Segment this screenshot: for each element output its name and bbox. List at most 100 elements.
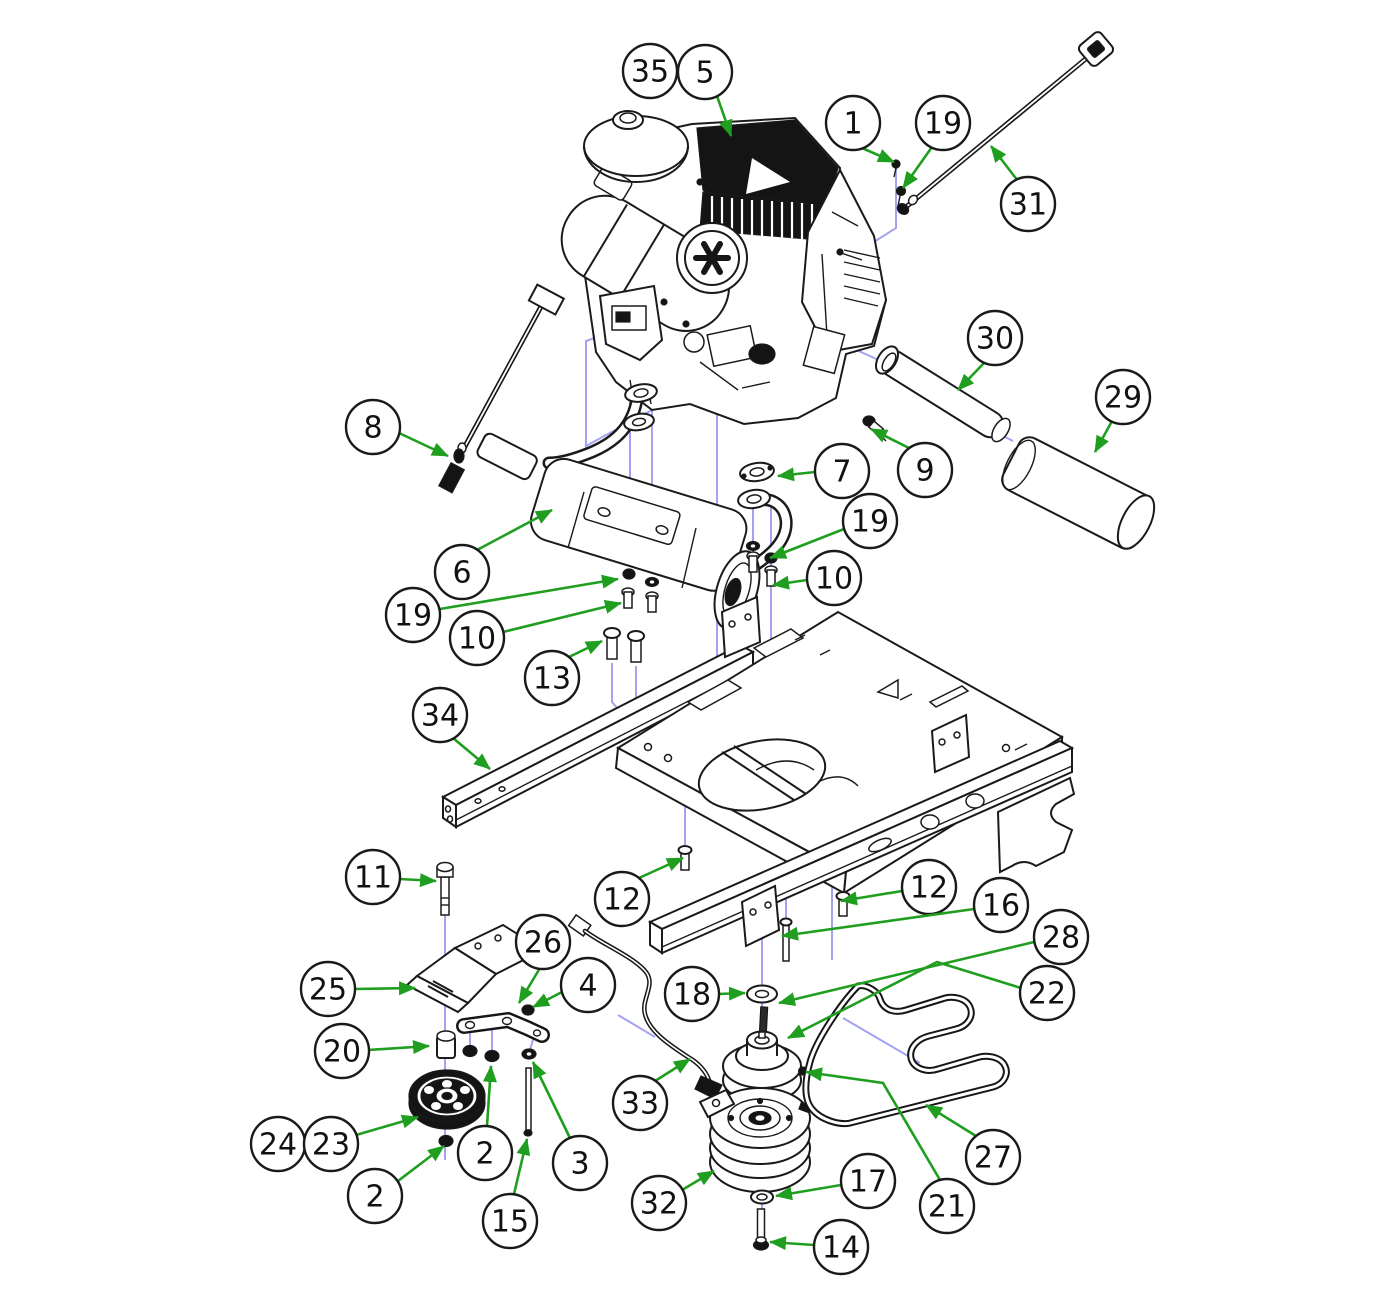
balloon-circle [841, 492, 899, 550]
balloon-label: 2 [365, 1180, 384, 1215]
balloon-circle [514, 913, 572, 971]
washer-item17 [750, 1189, 774, 1205]
callout-9[interactable]: 9 [870, 427, 954, 499]
engine-deck-plate [614, 595, 1064, 895]
balloon-circle [433, 543, 491, 601]
fitting-item9 [862, 415, 887, 442]
balloon-label: 30 [976, 322, 1014, 357]
exhaust-gaskets [623, 383, 658, 432]
leader-arrow [531, 1061, 572, 1139]
callout-2[interactable]: 2 [346, 1144, 445, 1225]
leader-arrow [901, 146, 934, 189]
balloon-label: 1 [843, 107, 862, 142]
callout-31[interactable]: 31 [989, 145, 1057, 233]
balloon-label: 32 [640, 1187, 678, 1222]
balloon-circle [384, 586, 442, 644]
leader-arrow [781, 907, 975, 941]
callout-11[interactable]: 11 [344, 848, 437, 906]
callout-5[interactable]: 5 [676, 43, 734, 137]
balloon-circle [896, 441, 954, 499]
balloon-circle [411, 686, 469, 744]
callout-12[interactable]: 12 [840, 858, 958, 916]
balloon-label: 34 [421, 699, 459, 734]
callout-29[interactable]: 29 [1093, 368, 1152, 453]
callout-4[interactable]: 4 [532, 956, 617, 1014]
balloon-label: 19 [394, 599, 432, 634]
callout-10[interactable]: 10 [772, 549, 863, 607]
callout-35[interactable]: 35 [621, 42, 679, 100]
callout-24[interactable]: 24 [249, 1115, 307, 1173]
leader-arrow [775, 1183, 842, 1201]
callout-28[interactable]: 28 [778, 908, 1090, 1007]
balloon-circle [630, 1174, 688, 1232]
callout-30[interactable]: 30 [957, 309, 1024, 391]
balloon-circle [1032, 908, 1090, 966]
balloon-label: 24 [259, 1128, 297, 1163]
balloon-circle [456, 1124, 514, 1182]
callout-7[interactable]: 7 [777, 442, 871, 500]
callout-33[interactable]: 33 [611, 1057, 691, 1132]
assembly-guide-line [842, 1017, 921, 1064]
callout-25[interactable]: 25 [299, 960, 416, 1018]
callout-32[interactable]: 32 [630, 1169, 715, 1232]
balloon-label: 12 [910, 871, 948, 906]
leader-arrow [638, 856, 684, 880]
callout-12[interactable]: 12 [593, 856, 684, 928]
balloon-circle [551, 1134, 609, 1192]
callout-34[interactable]: 34 [411, 686, 491, 770]
callout-14[interactable]: 14 [769, 1218, 870, 1276]
tube-item30 [874, 345, 1011, 443]
balloon-label: 29 [1104, 381, 1142, 416]
leader-arrow [787, 960, 1022, 1040]
callout-22[interactable]: 22 [787, 960, 1076, 1040]
callout-10[interactable]: 10 [448, 600, 622, 667]
balloon-circle [593, 870, 651, 928]
callout-3[interactable]: 3 [531, 1061, 609, 1192]
balloon-label: 16 [982, 889, 1020, 924]
leader-arrow [681, 1169, 715, 1192]
callout-23[interactable]: 23 [302, 1114, 419, 1173]
callout-20[interactable]: 20 [313, 1022, 430, 1080]
balloon-label: 15 [491, 1205, 529, 1240]
callout-13[interactable]: 13 [523, 639, 603, 707]
callout-18[interactable]: 18 [663, 965, 746, 1023]
callout-19[interactable]: 19 [384, 574, 619, 644]
callout-27[interactable]: 27 [925, 1103, 1022, 1186]
dipstick-tube-rod [438, 283, 566, 494]
callout-21[interactable]: 21 [805, 1067, 976, 1235]
callout-8[interactable]: 8 [344, 398, 449, 458]
callout-15[interactable]: 15 [481, 1138, 539, 1250]
leader-arrow [861, 146, 895, 164]
balloon-label: 27 [974, 1141, 1012, 1176]
callout-6[interactable]: 6 [433, 508, 553, 601]
nuts-and-washers [438, 1004, 537, 1148]
leader-arrow [367, 1040, 430, 1055]
callout-16[interactable]: 16 [781, 876, 1030, 941]
balloon-label: 26 [524, 926, 562, 961]
leader-arrow [502, 600, 622, 634]
balloon-circle [1018, 964, 1076, 1022]
leader-arrow [925, 1103, 977, 1138]
flywheel-screen [676, 222, 748, 294]
callout-17[interactable]: 17 [775, 1152, 897, 1210]
leader-arrow [840, 889, 903, 906]
callout-1[interactable]: 1 [824, 94, 895, 164]
balloon-label: 19 [851, 505, 889, 540]
balloon-label: 18 [673, 978, 711, 1013]
callout-19[interactable]: 19 [901, 94, 972, 189]
balloon-label: 11 [354, 861, 392, 896]
balloon-label: 9 [915, 454, 934, 489]
cylinder-item29 [1001, 436, 1156, 550]
callout-26[interactable]: 26 [514, 913, 572, 1004]
balloon-label: 13 [533, 662, 571, 697]
balloon-label: 19 [924, 107, 962, 142]
leader-arrow [870, 427, 910, 450]
callout-2[interactable]: 2 [456, 1065, 514, 1182]
callout-19[interactable]: 19 [769, 492, 899, 560]
leader-arrow [398, 431, 449, 458]
balloon-circle [914, 94, 972, 152]
balloon-circle [918, 1177, 976, 1235]
balloon-circle [805, 549, 863, 607]
